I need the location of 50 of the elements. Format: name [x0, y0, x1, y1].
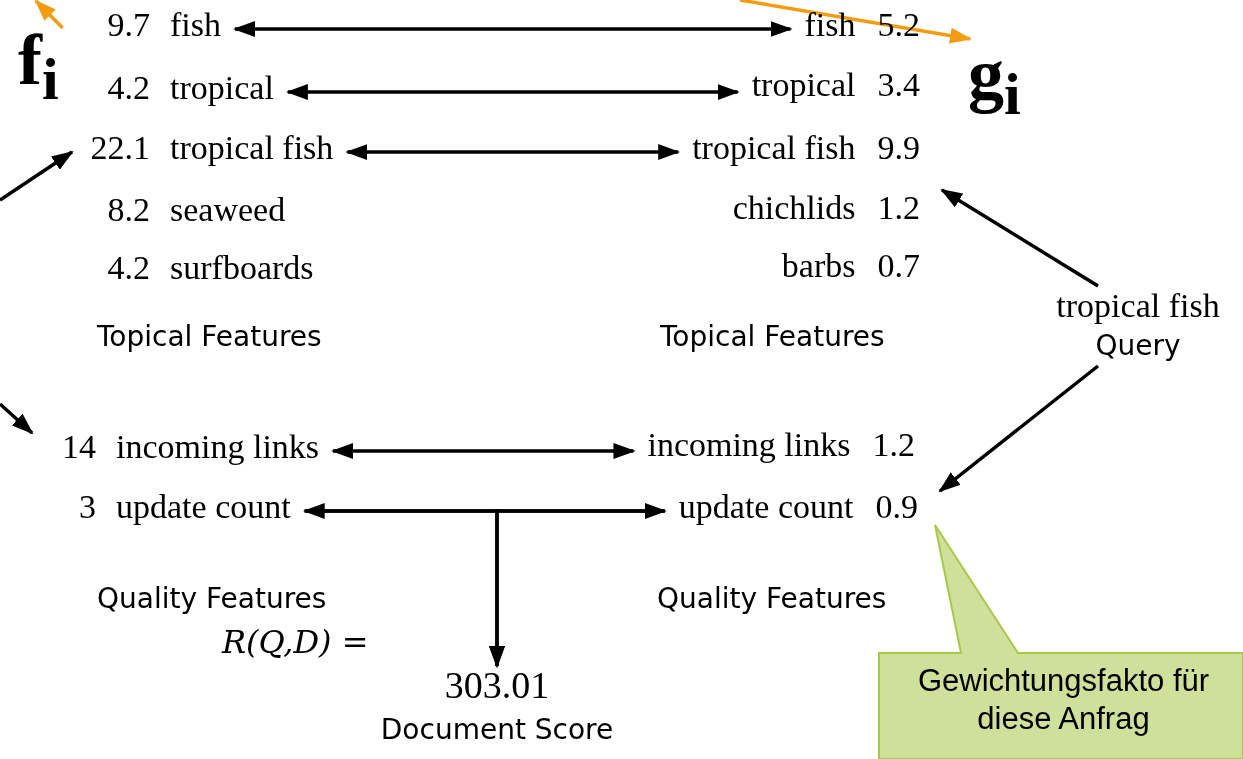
feature-term: tropical fish	[692, 129, 856, 166]
feature-weight: 9.9	[877, 129, 920, 166]
feature-term: incoming links	[116, 428, 320, 465]
feature-term: chichlids	[732, 189, 856, 226]
arrow	[233, 21, 793, 37]
feature-term: tropical	[751, 66, 856, 103]
feature-term: update count	[116, 488, 291, 525]
section-heading: Quality Features	[657, 582, 887, 615]
arrow	[739, 0, 972, 44]
arrow	[345, 144, 681, 160]
feature-weight: 4.2	[106, 248, 150, 288]
arrow	[0, 150, 74, 202]
section-heading: Topical Features	[660, 320, 885, 353]
arrow	[0, 402, 34, 435]
query-label: Query	[1094, 328, 1182, 364]
arrow	[331, 443, 636, 459]
query-text: tropical fish	[1055, 286, 1221, 326]
feature-term: seaweed	[170, 191, 286, 228]
feature-weight: 1.2	[872, 426, 915, 463]
feature-weight: 9.7	[106, 5, 150, 45]
feature-weight: 0.7	[877, 247, 920, 284]
feature-term: surfboards	[170, 249, 314, 286]
feature-weight: 22.1	[89, 128, 150, 168]
vector-symbol: g$_{i}$	[968, 35, 1021, 135]
feature-weight: 8.2	[106, 190, 150, 230]
arrow	[940, 188, 1099, 288]
score-value: 303.01	[443, 663, 551, 708]
formula: R(Q,D) =	[222, 622, 369, 663]
feature-term: tropical	[170, 69, 274, 106]
feature-term: incoming links	[647, 426, 851, 463]
feature-term: tropical fish	[170, 129, 334, 166]
feature-term: fish	[170, 6, 221, 43]
score-label: Document Score	[379, 712, 615, 748]
feature-weight: 0.9	[875, 488, 918, 525]
arrow	[938, 364, 1100, 493]
feature-term: update count	[678, 488, 854, 525]
feature-term: fish	[804, 6, 856, 43]
feature-weight: 4.2	[106, 68, 150, 108]
vector-symbol: f$_{i}$	[18, 20, 59, 120]
feature-weight: 3	[78, 487, 96, 527]
feature-weight: 3.4	[877, 66, 920, 103]
feature-term: barbs	[781, 247, 856, 284]
arrow	[489, 509, 665, 668]
arrow	[285, 84, 740, 100]
feature-weight: 14	[61, 427, 96, 467]
section-heading: Quality Features	[97, 582, 327, 615]
section-heading: Topical Features	[97, 320, 322, 353]
feature-weight: 1.2	[877, 189, 920, 226]
callout-text: Gewichtungsfakto für diese Anfrag	[916, 662, 1211, 738]
arrow	[34, 0, 64, 30]
